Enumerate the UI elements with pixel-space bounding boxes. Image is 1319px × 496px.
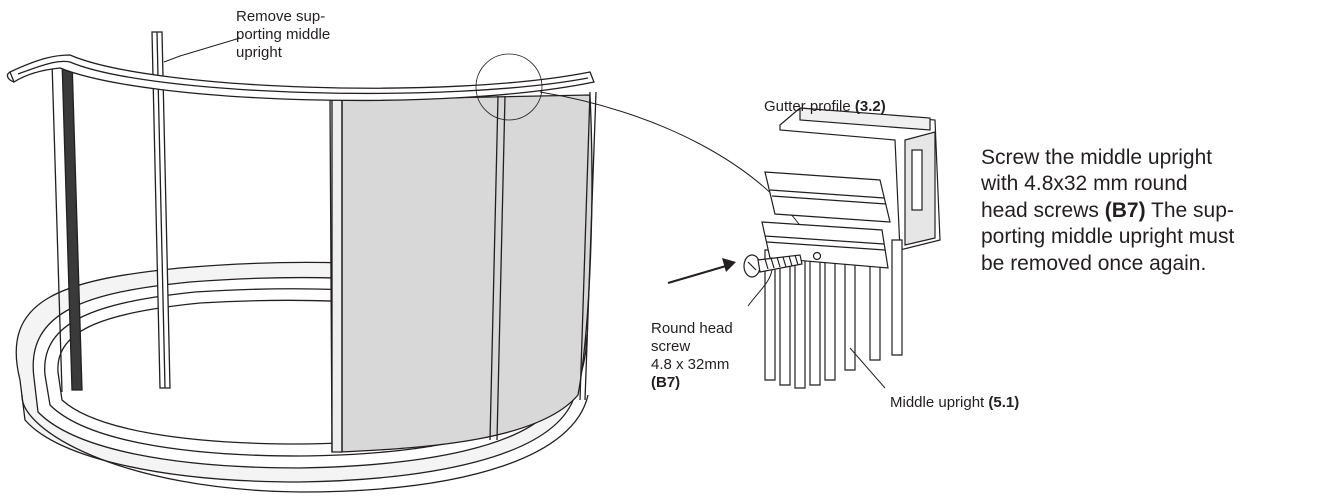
screw-leader xyxy=(747,269,773,307)
detail-magnifier xyxy=(475,53,543,121)
detail-illustration xyxy=(743,107,941,389)
enclosure-illustration xyxy=(6,31,597,493)
instruction-part2: The sup- porting middle upright must be … xyxy=(981,198,1235,275)
instruction-part1: Screw the middle upright with 4.8x32 mm … xyxy=(981,145,1213,222)
instruction-text: Screw the middle upright with 4.8x32 mm … xyxy=(981,118,1311,277)
gutter-profile-code: (3.2) xyxy=(854,98,886,115)
screw-label-code: (B7) xyxy=(651,374,681,391)
middle-upright-text: Middle upright xyxy=(890,394,989,411)
round-head-screw xyxy=(743,254,803,278)
instruction-code: (B7) xyxy=(1104,198,1146,222)
middle-upright-leader xyxy=(849,347,886,389)
middle-upright-code: (5.1) xyxy=(988,394,1020,411)
middle-upright-shape xyxy=(764,239,903,389)
middle-upright-label: Middle upright (5.1) xyxy=(890,376,1019,412)
top-gutter-rail xyxy=(9,54,595,102)
gutter-profile-text: Gutter profile xyxy=(764,98,855,115)
gutter-profile-label: Gutter profile (3.2) xyxy=(764,80,886,116)
remove-upright-label: Remove sup- porting middle upright xyxy=(236,8,331,61)
screw-label-text: Round head screw 4.8 x 32mm xyxy=(651,320,733,373)
glass-panel xyxy=(339,94,593,453)
screw-label: Round head screw 4.8 x 32mm (B7) xyxy=(651,302,733,392)
remove-upright-leader xyxy=(163,37,241,63)
insert-arrow xyxy=(667,258,736,284)
